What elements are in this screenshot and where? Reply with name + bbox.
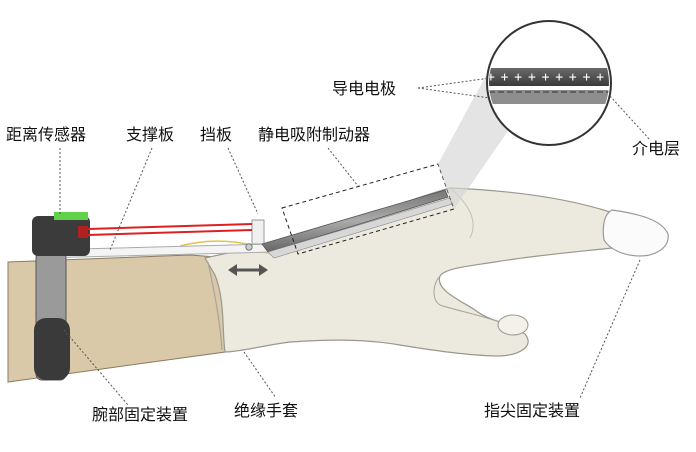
label-support-plate: 支撑板 xyxy=(126,125,175,144)
label-distance-sensor: 距离传感器 xyxy=(6,125,87,144)
distance-sensor-body xyxy=(32,216,90,256)
thumb-nail xyxy=(497,314,529,336)
label-electroadhesive-brake: 静电吸附制动器 xyxy=(258,125,371,144)
baffle xyxy=(251,219,265,245)
electrode-symbols: + + + + + + + + + + + + + + xyxy=(487,70,672,85)
label-dielectric-layer: 介电层 xyxy=(632,139,681,158)
glove-cuff xyxy=(207,261,223,351)
hinge-point xyxy=(245,243,253,251)
laser-beam-top xyxy=(87,223,253,230)
distance-sensor-lens xyxy=(78,226,88,238)
brake-highlight-box xyxy=(281,163,455,255)
brake-bar xyxy=(261,189,449,253)
label-insulating-glove: 绝缘手套 xyxy=(234,401,299,420)
glove-body xyxy=(204,187,623,357)
label-fingertip-fixture: 指尖固定装置 xyxy=(484,401,581,420)
label-wrist-fixture: 腕部固定装置 xyxy=(92,405,189,424)
label-baffle: 挡板 xyxy=(200,125,233,144)
callout-lines xyxy=(59,77,651,406)
fingertip-fixture xyxy=(602,209,669,257)
wrist-fixture-pad xyxy=(34,318,70,380)
distance-sensor-led xyxy=(54,212,88,220)
magnifier-content: + + + + + + + + + + + + + + xyxy=(487,68,672,104)
slide-direction-arrow xyxy=(228,264,268,276)
label-conductive-electrode: 导电电极 xyxy=(332,79,397,98)
laser-beam-bottom xyxy=(87,229,253,236)
